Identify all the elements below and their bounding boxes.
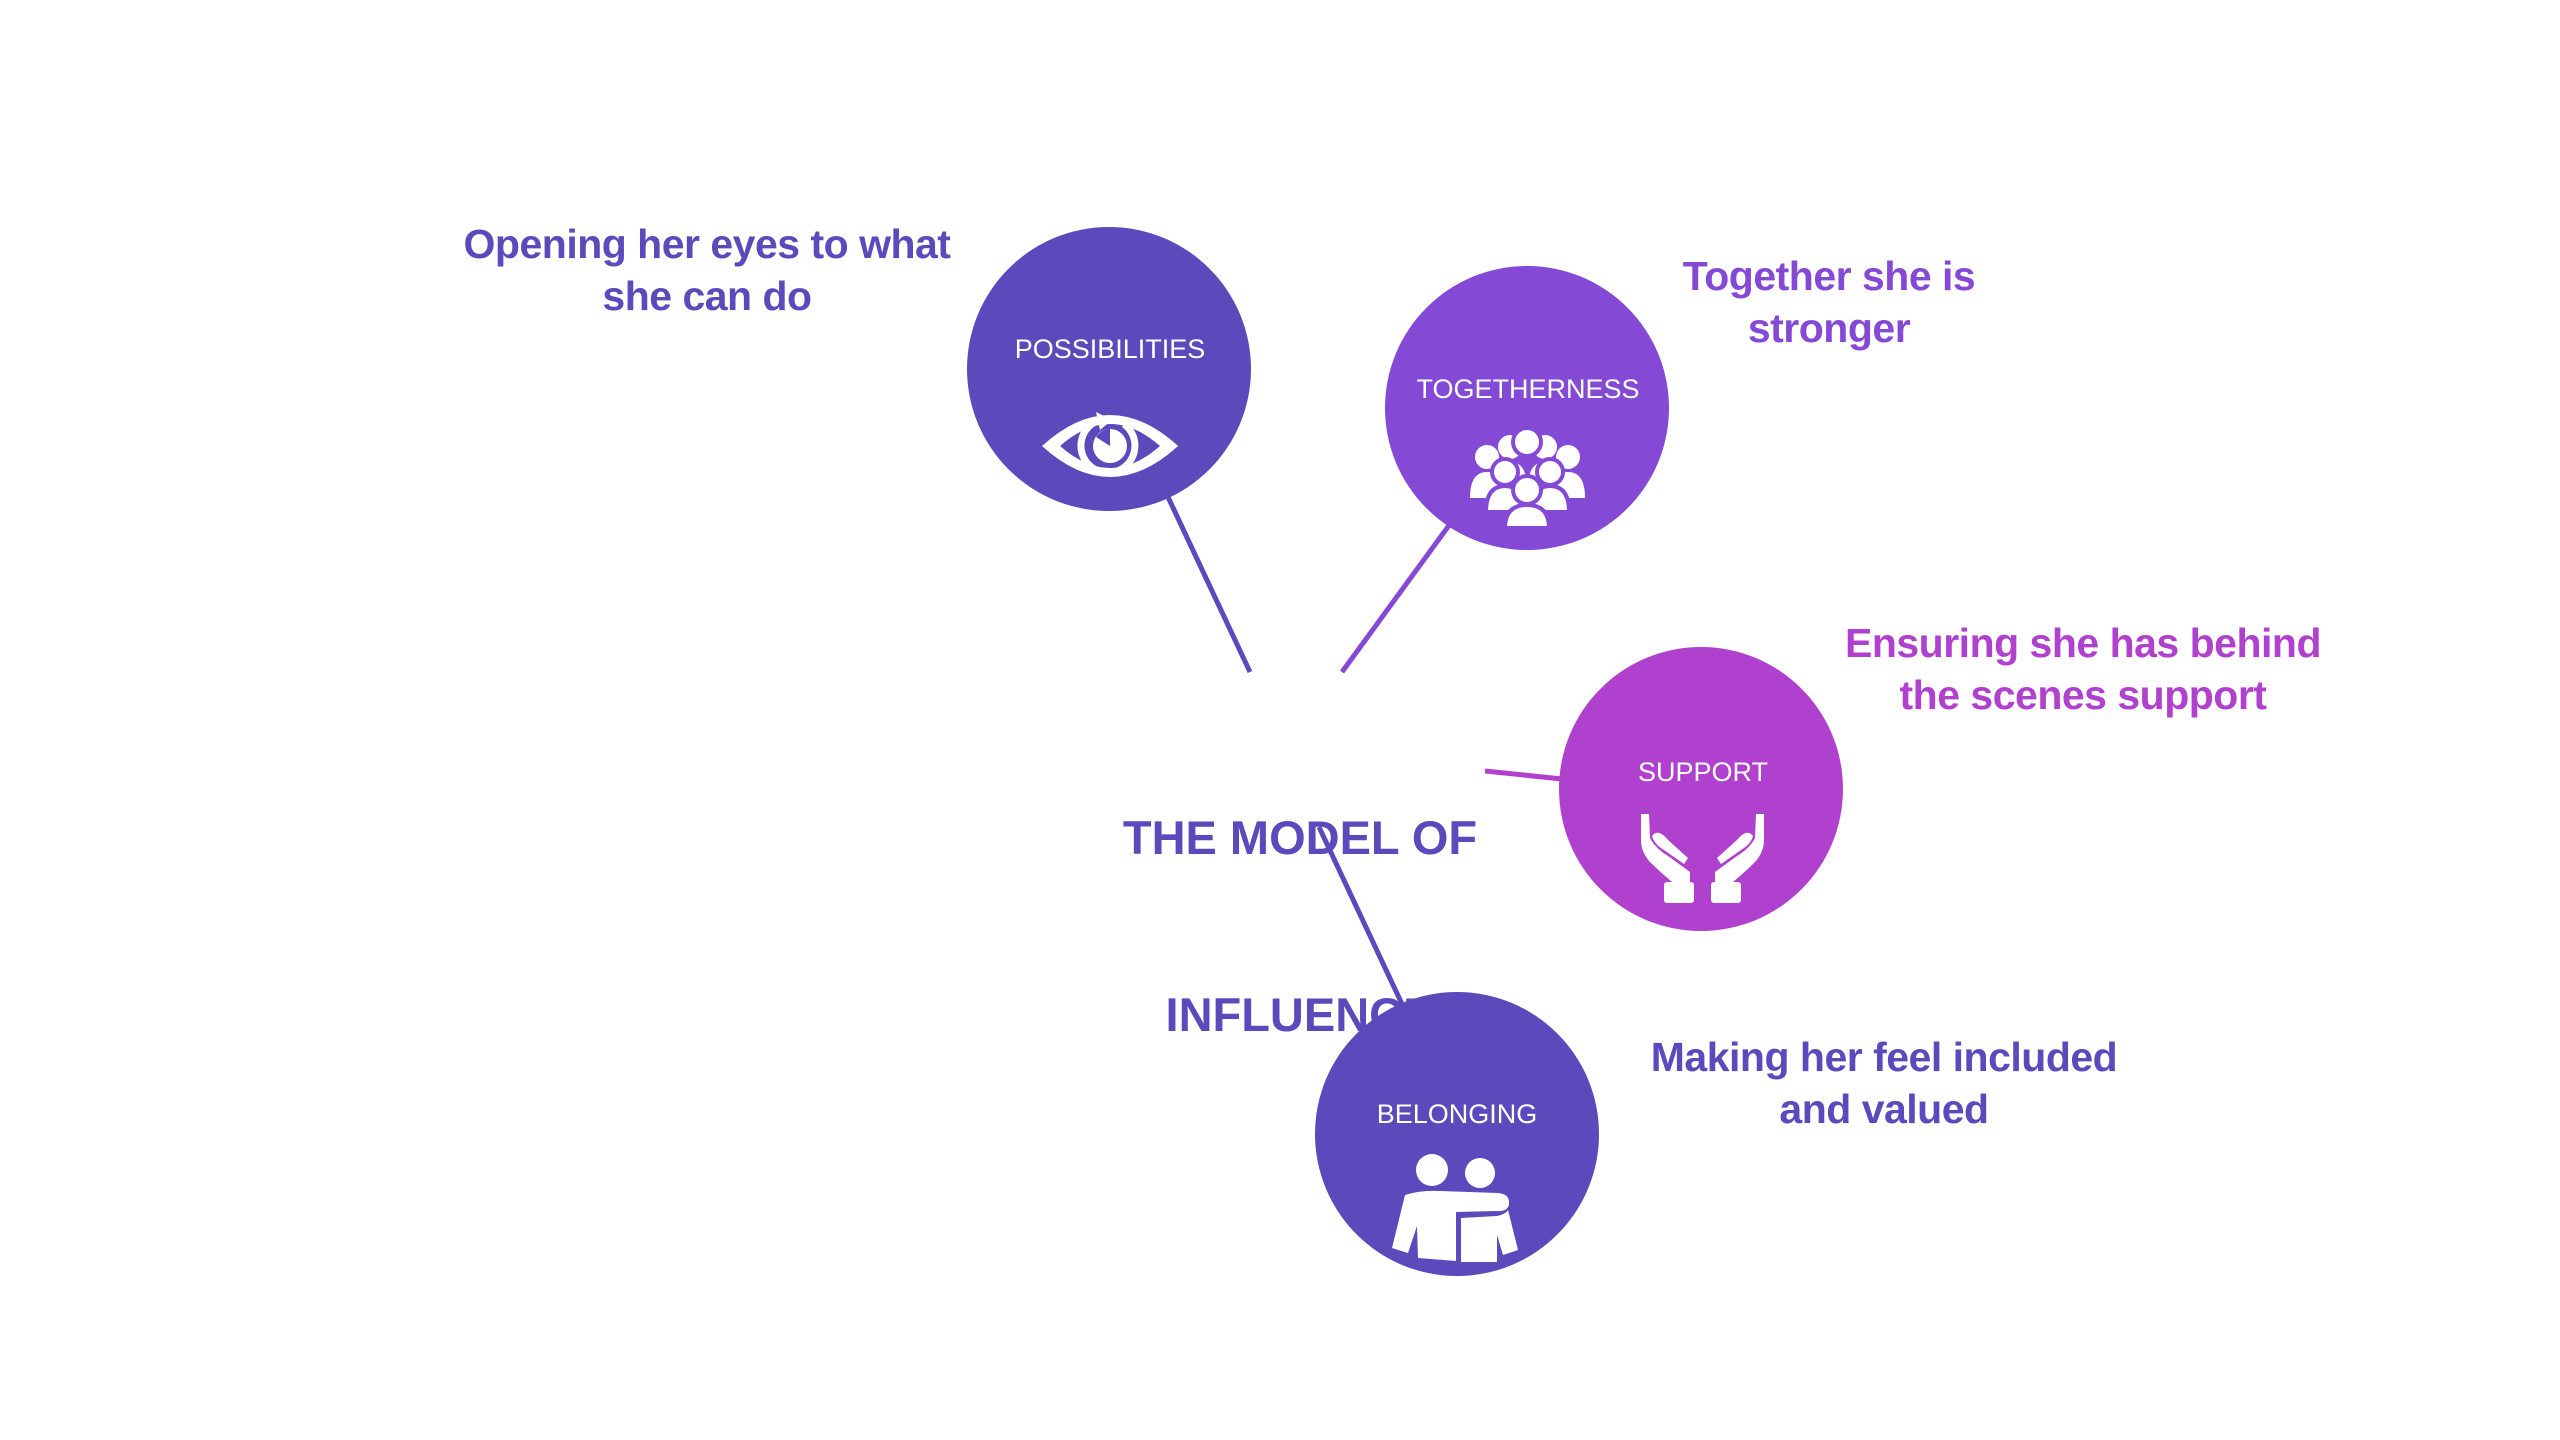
open-hands-icon: [1641, 814, 1764, 903]
node-circle-togetherness: [1385, 266, 1669, 550]
node-togetherness: TOGETHERNESS: [1385, 266, 1669, 550]
node-label-togetherness: TOGETHERNESS: [1416, 374, 1639, 404]
node-support: SUPPORT: [1559, 647, 1843, 931]
node-label-belonging: BELONGING: [1377, 1099, 1538, 1129]
node-circle-support: [1559, 647, 1843, 931]
description-possibilities: Opening her eyes to what she can do: [463, 221, 951, 319]
diagram-title: THE MODEL OF INFLUENCE: [1080, 690, 1520, 1103]
connector-support: [1484, 768, 1563, 782]
node-circle-belonging: [1315, 992, 1599, 1276]
node-circle-possibilities: [967, 227, 1251, 511]
node-label-support: SUPPORT: [1638, 757, 1768, 787]
title-line-1: THE MODEL OF: [1122, 811, 1478, 864]
title-line-2: INFLUENCE: [1165, 988, 1435, 1041]
connector-togetherness: [1339, 522, 1453, 674]
description-support: Ensuring she has behind the scenes suppo…: [1844, 620, 2322, 718]
connector-possibilities: [1165, 495, 1253, 674]
group-of-people-icon: [1470, 426, 1585, 530]
two-people-embracing-icon: [1392, 1154, 1518, 1262]
description-togetherness: Together she is stronger: [1682, 253, 1976, 351]
node-possibilities: POSSIBILITIES: [967, 227, 1251, 511]
description-belonging: Making her feel included and valued: [1650, 1034, 2118, 1132]
node-belonging: BELONGING: [1315, 992, 1599, 1276]
connector-belonging: [1316, 825, 1405, 1006]
node-label-possibilities: POSSIBILITIES: [1015, 334, 1206, 364]
eye-icon: [1042, 412, 1178, 477]
